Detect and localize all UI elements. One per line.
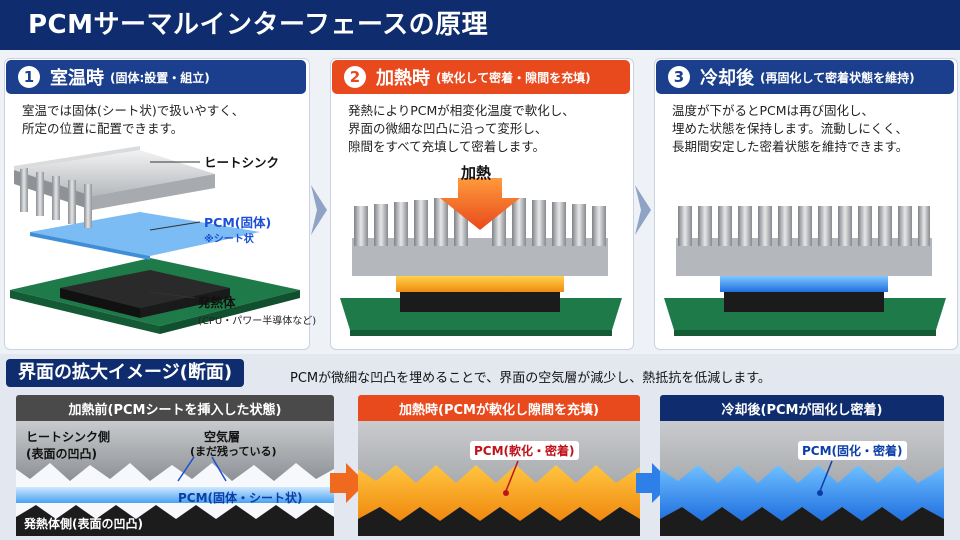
box3-cross-section [660, 421, 944, 536]
heat-source-chip [60, 270, 230, 308]
pcm-resolidified [720, 276, 888, 292]
box1-pcm-label: PCM(固体・シート状) [178, 491, 303, 505]
box1-hs-side-line1: ヒートシンク側 [26, 430, 111, 444]
box2-pcm-label: PCM(軟化・密着) [470, 441, 579, 460]
step2-desc-line2: 界面の微細な凹凸に沿って変形し、 [348, 121, 548, 136]
step2-description: 発熱によりPCMが相変化温度で軟化し、 界面の微細な凹凸に沿って変形し、 隙間を… [348, 102, 575, 156]
step3-description: 温度が下がるとPCMは再び固化し、 埋めた状態を保持します。流動しにくく、 長期… [672, 102, 908, 156]
step3-number: 3 [668, 66, 690, 88]
label-heating: 加熱 [461, 164, 492, 182]
chevron-right-icon-1 [311, 185, 327, 235]
label-heatsink: ヒートシンク [204, 155, 280, 170]
box2-header: 加熱時(PCMが軟化し隙間を充填) [358, 395, 640, 421]
chevron-right-icon-2 [635, 185, 651, 235]
box1-header: 加熱前(PCMシートを挿入した状態) [16, 395, 334, 421]
pcm-softened [396, 276, 564, 292]
page-title: PCMサーマルインターフェースの原理 [28, 10, 489, 40]
step2-illustration [340, 178, 622, 336]
step2-title-bar: 2 加熱時 (軟化して密着・隙間を充填) [332, 60, 630, 94]
step2-desc-line3: 隙間をすべて充填して密着します。 [348, 139, 546, 154]
step3-subtitle: (再固化して密着状態を維持) [760, 70, 915, 85]
step1-title-bar: 1 室温時 (固体:設置・組立) [6, 60, 306, 94]
arrow-right-icon-1 [330, 463, 366, 503]
step1-illustration [10, 146, 300, 334]
step2-number: 2 [344, 66, 366, 88]
step1-title: 室温時 [50, 68, 104, 89]
section2-title: 界面の拡大イメージ(断面) [6, 359, 245, 387]
page-header: PCMサーマルインターフェースの原理 [0, 0, 960, 50]
step3-title-bar: 3 冷却後 (再固化して密着状態を維持) [656, 60, 954, 94]
label-pcm-sheet: ※シート状 [204, 234, 254, 245]
step3-desc-line1: 温度が下がるとPCMは再び固化し、 [672, 103, 875, 118]
heatsink-3 [676, 206, 932, 276]
box3-header: 冷却後(PCMが固化し密着) [660, 395, 944, 421]
step2-desc-line1: 発熱によりPCMが相変化温度で軟化し、 [348, 103, 575, 118]
step1-subtitle: (固体:設置・組立) [110, 70, 210, 85]
step1-description: 室温では固体(シート状)で扱いやすく、 所定の位置に配置できます。 [22, 102, 244, 138]
step3-desc-line2: 埋めた状態を保持します。流動しにくく、 [672, 121, 909, 136]
arrow-right-icon-2 [636, 463, 672, 503]
step3-desc-line3: 長期間安定した密着状態を維持できます。 [672, 139, 909, 154]
step3-illustration [664, 206, 946, 336]
box1-bottom-label: 発熱体側(表面の凹凸) [24, 517, 143, 531]
heat-arrow-icon [440, 178, 520, 230]
box1-cross-section [16, 421, 334, 536]
heatsink-top [14, 146, 215, 228]
section2-description: PCMが微細な凹凸を埋めることで、界面の空気層が減少し、熱抵抗を低減します。 [290, 371, 771, 386]
pcm-softened-cross [358, 465, 640, 521]
step2-subtitle: (軟化して密着・隙間を充填) [436, 70, 591, 85]
step2-title: 加熱時 [376, 68, 430, 89]
pcm-sheet-cross [16, 487, 334, 503]
step1-desc-line2: 所定の位置に配置できます。 [22, 121, 184, 136]
step1-desc-line1: 室温では固体(シート状)で扱いやすく、 [22, 103, 245, 118]
box1-air-line2: (まだ残っている) [190, 445, 277, 458]
box3-pcm-label: PCM(固化・密着) [798, 441, 907, 460]
label-heat-source-note: (CPU・パワー半導体など) [198, 316, 317, 327]
label-heat-source: 発熱体 [198, 295, 236, 310]
box1-air-line1: 空気層 [204, 430, 241, 444]
label-pcm-solid: PCM(固体) [204, 215, 272, 230]
box1-hs-side-line2: (表面の凹凸) [26, 447, 97, 461]
step1-number: 1 [18, 66, 40, 88]
box2-cross-section [358, 421, 640, 536]
step3-title: 冷却後 [700, 68, 754, 89]
pcm-resolidified-cross [660, 465, 944, 521]
